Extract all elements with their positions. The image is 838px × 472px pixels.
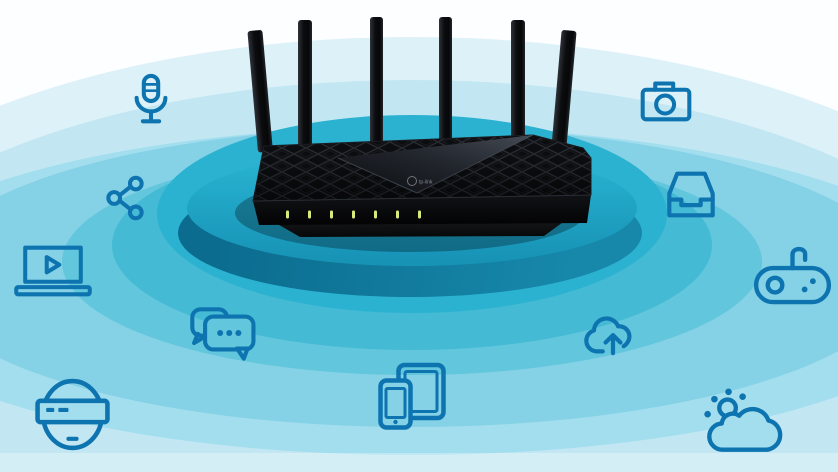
brand-logo-text: tp-link xyxy=(419,180,433,186)
vr-headset-icon xyxy=(35,374,110,453)
status-led xyxy=(286,210,289,219)
share-icon xyxy=(106,175,144,221)
router-gloss-panel xyxy=(338,135,533,193)
front-edge-line xyxy=(252,194,592,202)
router-illustration: tp-link xyxy=(247,17,592,237)
status-led xyxy=(308,210,311,219)
brand-logo: tp-link xyxy=(407,176,433,186)
status-led xyxy=(374,210,377,219)
antenna-icon xyxy=(247,30,273,153)
phone-tablet-icon xyxy=(378,362,446,431)
cloud-upload-icon xyxy=(581,304,645,356)
antennas xyxy=(247,17,577,153)
tp-link-logo-icon xyxy=(407,176,417,186)
status-led xyxy=(352,210,355,219)
antenna-icon xyxy=(439,17,452,153)
gloss-edge-highlight xyxy=(416,134,534,194)
bottom-light-band xyxy=(0,453,838,472)
camera-icon xyxy=(640,78,692,123)
gloss-edge-highlight xyxy=(337,157,418,194)
status-led xyxy=(330,210,333,219)
antenna-icon xyxy=(551,30,577,153)
antenna-icon xyxy=(298,20,312,152)
inbox-tray-icon xyxy=(667,171,715,218)
weather-cloud-icon xyxy=(701,386,793,456)
router-front-face xyxy=(253,195,591,225)
led-strip xyxy=(286,210,421,219)
status-led xyxy=(396,210,399,219)
laptop-video-icon xyxy=(12,245,94,297)
chat-messages-icon xyxy=(185,302,258,364)
antenna-icon xyxy=(370,17,383,153)
game-controller-icon xyxy=(753,239,832,305)
microphone-icon xyxy=(133,73,169,130)
antenna-icon xyxy=(511,20,525,152)
status-led xyxy=(418,210,421,219)
